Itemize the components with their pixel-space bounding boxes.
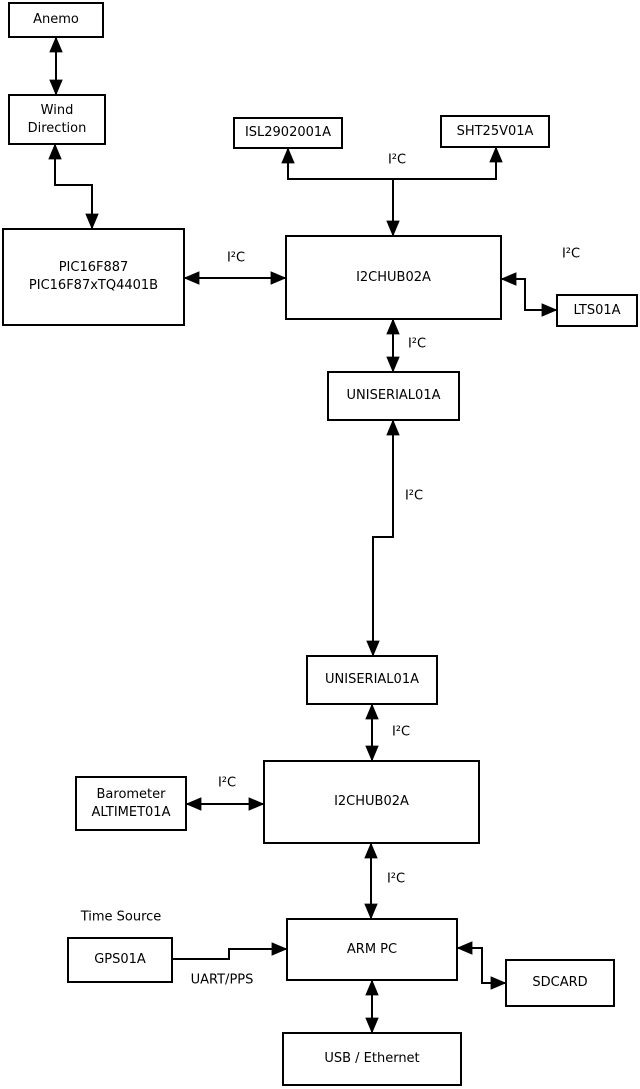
connector-armpc-sdcard	[456, 941, 507, 990]
box-barometer-label: Barometer ALTIMET01A	[91, 786, 171, 820]
box-lts-label: LTS01A	[573, 302, 621, 318]
box-pic-label: PIC16F887 PIC16F87xTQ4401B	[28, 260, 159, 293]
box-arm-pc-label: ARM PC	[346, 941, 398, 957]
label-uart-pps: UART/PPS	[190, 972, 254, 988]
box-isl: ISL2902001A	[233, 117, 343, 149]
box-hub-bottom: I2CHUB02A	[263, 760, 480, 844]
label-i2c-barometer: I²C	[217, 775, 237, 791]
box-anemo: Anemo	[8, 2, 104, 38]
connector-wind-direction-pic	[48, 143, 99, 230]
box-barometer: Barometer ALTIMET01A	[75, 776, 187, 831]
box-gps: GPS01A	[67, 937, 173, 983]
box-uniserial-top-label: UNISERIAL01A	[346, 388, 441, 404]
box-sdcard: SDCARD	[505, 959, 615, 1007]
label-i2c-hub-armpc: I²C	[386, 871, 406, 887]
box-usb-ethernet-label: USB / Ethernet	[324, 1051, 420, 1067]
label-i2c-uniserial-link: I²C	[404, 488, 424, 504]
box-uniserial-bottom-label: UNISERIAL01A	[325, 672, 419, 688]
box-uniserial-top: UNISERIAL01A	[327, 371, 460, 421]
connector-uniserial-top-uniserial-bottom-i2c	[366, 419, 400, 657]
box-uniserial-bottom: UNISERIAL01A	[306, 655, 438, 705]
box-sht-label: SHT25V01A	[456, 123, 534, 139]
label-i2c-pic-hub: I²C	[226, 250, 246, 266]
box-hub-bottom-label: I2CHUB02A	[334, 794, 409, 810]
box-anemo-label: Anemo	[33, 12, 79, 28]
box-isl-label: ISL2902001A	[244, 125, 332, 141]
box-arm-pc: ARM PC	[286, 918, 458, 981]
label-i2c-uniserial-hub: I²C	[391, 724, 411, 740]
label-time-source: Time Source	[80, 909, 162, 925]
connector-gps-armpc-uart	[173, 942, 288, 960]
box-hub-top-label: I2CHUB02A	[356, 269, 431, 285]
box-gps-label: GPS01A	[94, 952, 146, 968]
box-sdcard-label: SDCARD	[532, 975, 588, 991]
box-wind-direction-label: Wind Direction	[27, 102, 87, 136]
box-wind-direction: Wind Direction	[8, 94, 106, 145]
connector-hub-top-lts-i2c	[500, 272, 558, 317]
box-pic: PIC16F887 PIC16F87xTQ4401B	[2, 228, 185, 326]
label-i2c-branch: I²C	[387, 152, 407, 168]
box-hub-top: I2CHUB02A	[285, 235, 502, 320]
box-usb-ethernet: USB / Ethernet	[282, 1032, 462, 1086]
box-lts: LTS01A	[556, 294, 638, 327]
label-i2c-lts: I²C	[561, 246, 581, 262]
label-i2c-hub-uniserial: I²C	[407, 336, 427, 352]
box-sht: SHT25V01A	[440, 115, 550, 148]
